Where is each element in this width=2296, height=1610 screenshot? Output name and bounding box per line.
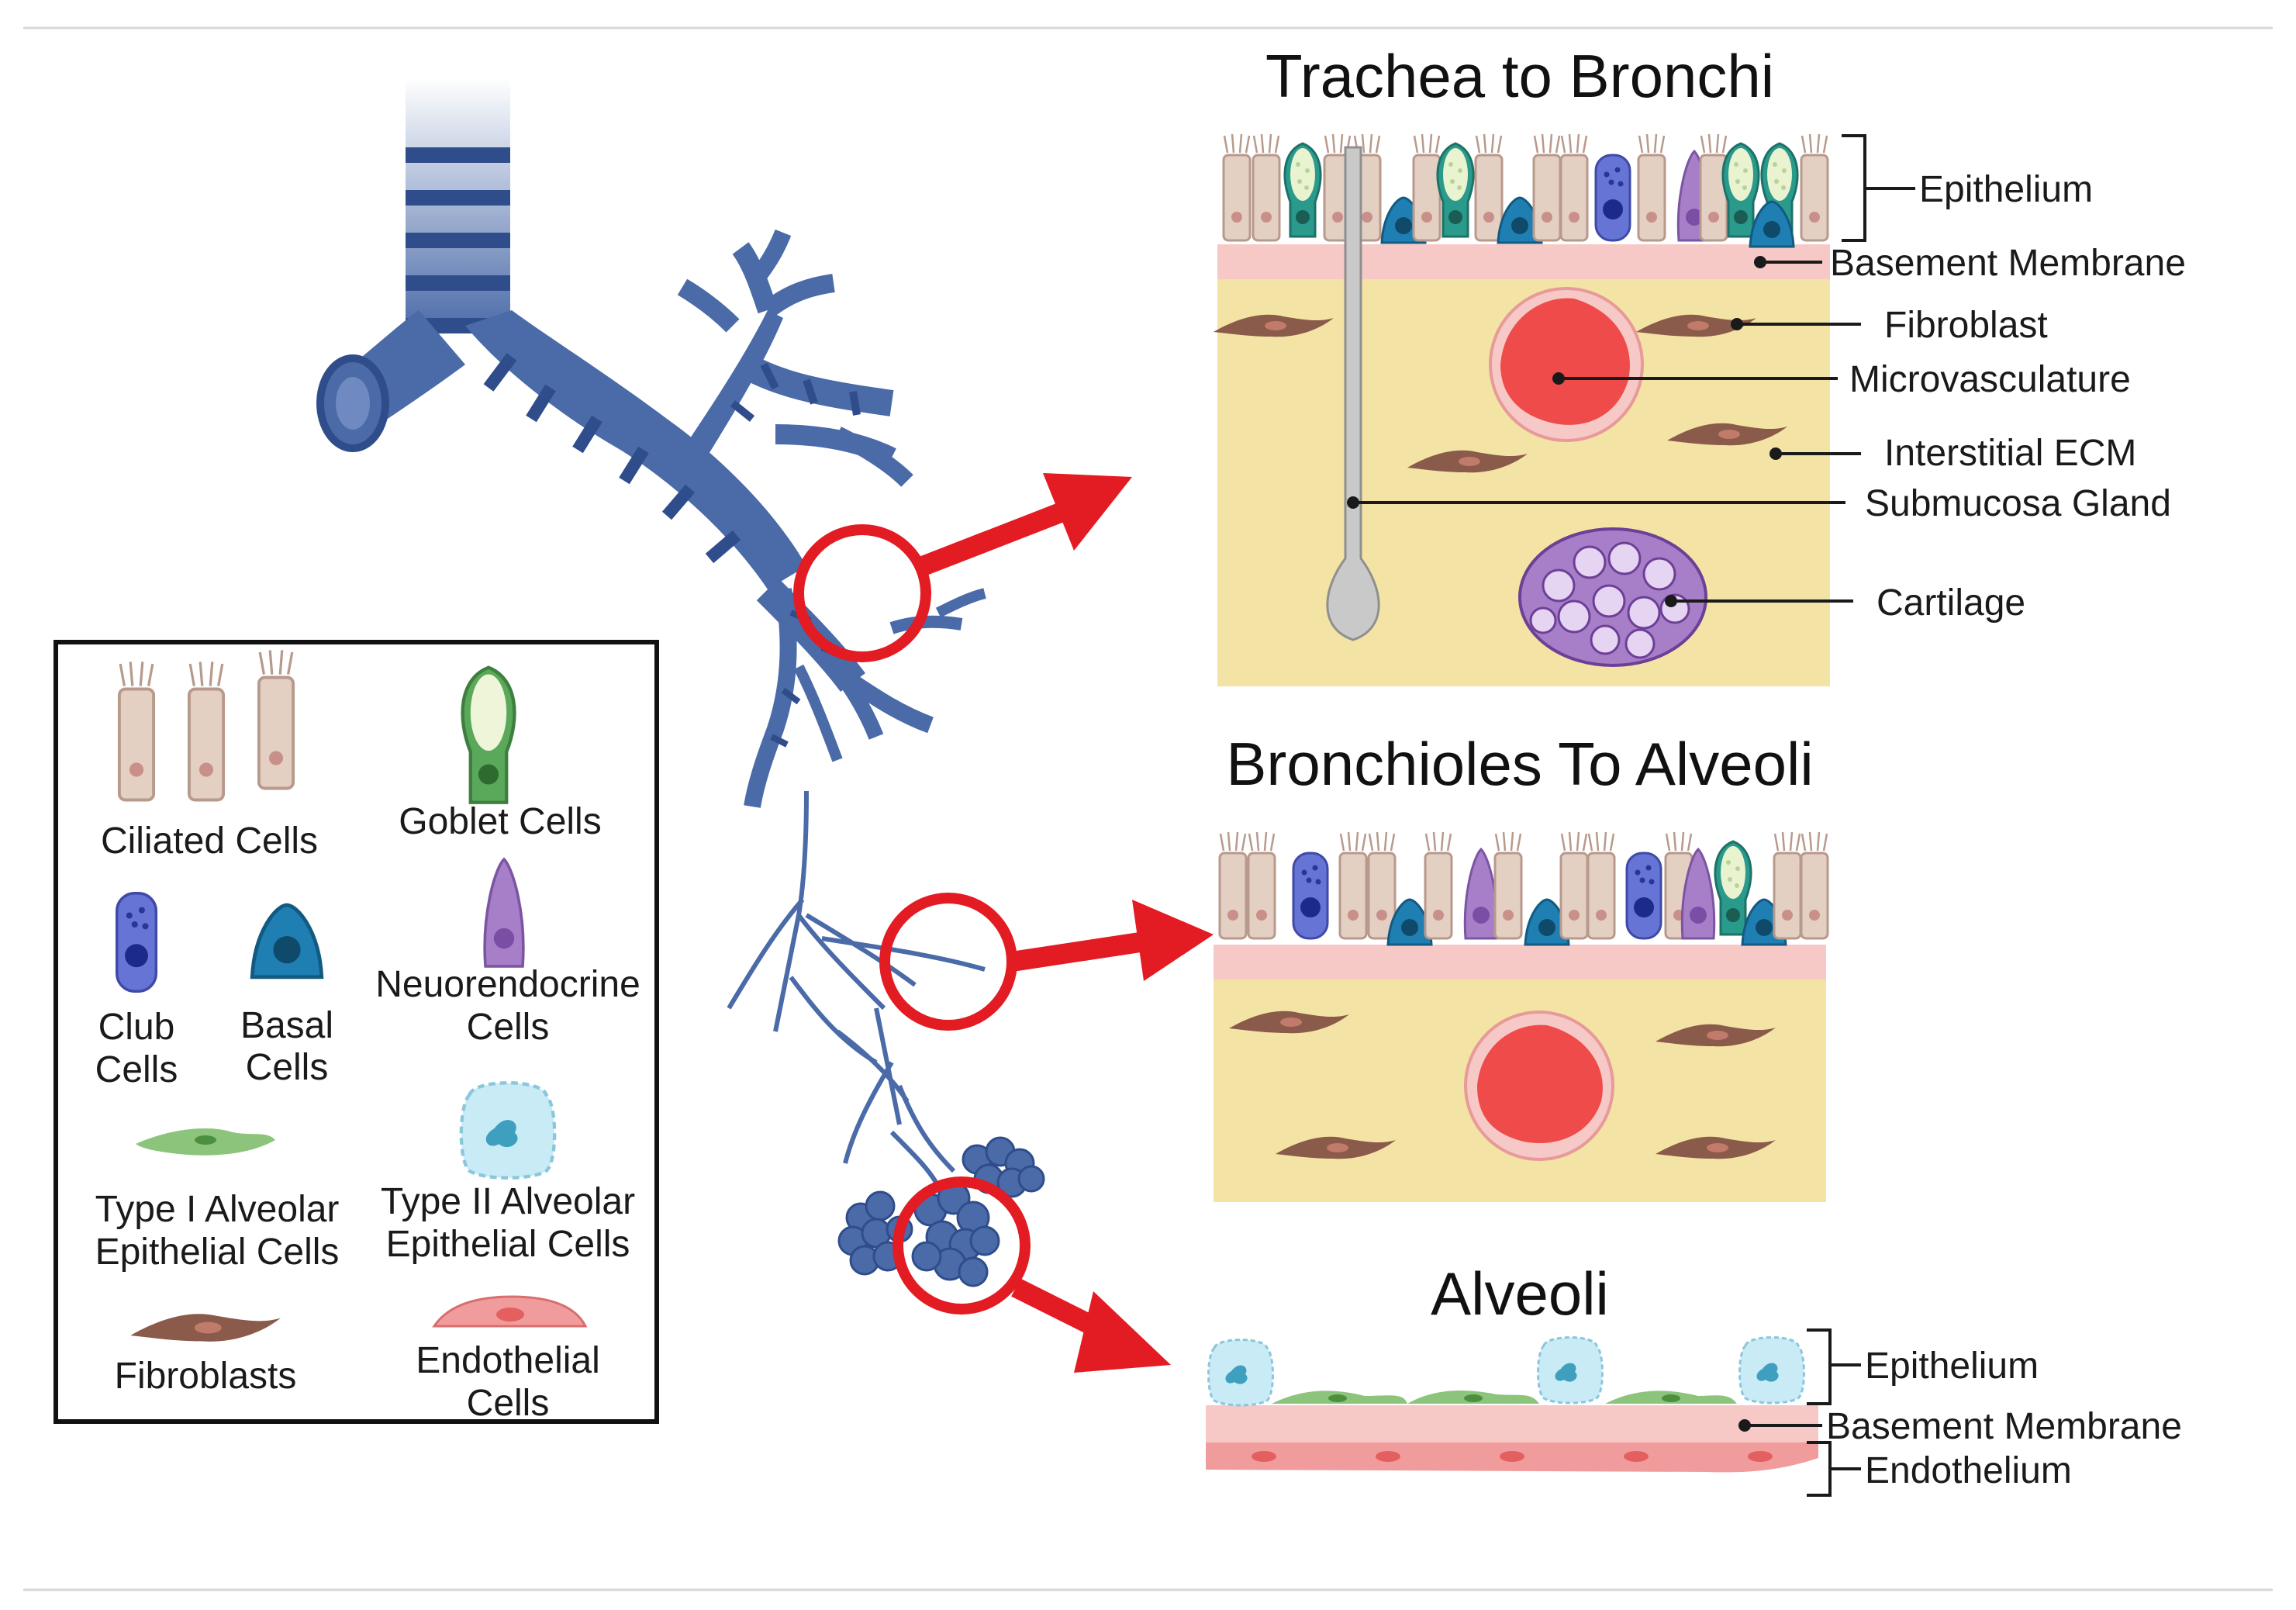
label-epithelium: Epithelium	[1919, 169, 2093, 210]
epithelium-row-bronchioles	[1218, 831, 1829, 946]
legend-type2-2: Epithelial Cells	[386, 1224, 630, 1265]
highlight-circle-alveoli	[893, 1176, 1031, 1315]
panel-trachea: Trachea to Bronchi	[1214, 42, 2186, 686]
legend-club-2: Cells	[95, 1049, 178, 1090]
basement-membrane-bronchioles	[1214, 945, 1826, 979]
panel-title-bronchioles: Bronchioles To Alveoli	[1226, 730, 1813, 798]
label-fibroblast: Fibroblast	[1884, 305, 2048, 346]
label-interstitial-ecm: Interstitial ECM	[1884, 433, 2136, 474]
panel-alveoli: Alveoli Epitheli	[1206, 1259, 2182, 1497]
legend-type2-1: Type II Alveolar	[381, 1181, 635, 1222]
arrow-bronchioles	[1010, 932, 1141, 972]
highlight-circle-bronchi	[793, 524, 931, 662]
panel-title-trachea: Trachea to Bronchi	[1265, 42, 1774, 110]
label-microvasculature: Microvasculature	[1849, 359, 2131, 400]
legend-type1-2: Epithelial Cells	[95, 1232, 340, 1273]
type1-cells	[1272, 1391, 1737, 1404]
basement-membrane-alveoli	[1206, 1405, 1818, 1442]
legend-ciliated: Ciliated Cells	[101, 821, 318, 862]
legend-basal-1: Basal	[240, 1005, 333, 1046]
panel-bronchioles: Bronchioles To Alveoli	[1214, 730, 1829, 1202]
label-submucosa-gland: Submucosa Gland	[1865, 483, 2171, 524]
legend-box	[54, 640, 659, 1424]
submucosa-gland	[1326, 146, 1380, 641]
label-alveoli-endothelium: Endothelium	[1865, 1450, 2072, 1491]
alveolar-clusters	[837, 1136, 1045, 1287]
label-alveoli-basement: Basement Membrane	[1826, 1406, 2182, 1447]
legend-type1-1: Type I Alveolar	[95, 1189, 340, 1230]
legend-fibroblasts: Fibroblasts	[115, 1356, 297, 1397]
panel-title-alveoli: Alveoli	[1431, 1259, 1609, 1328]
legend-neuro-1: Neuorendocrine	[375, 964, 640, 1005]
label-basement-membrane: Basement Membrane	[1830, 243, 2186, 284]
legend-goblet: Goblet Cells	[399, 801, 601, 842]
basement-membrane	[1217, 244, 1830, 279]
legend-endo-1: Endothelial	[416, 1340, 600, 1381]
endothelium-row	[1206, 1442, 1818, 1473]
airway-tree	[316, 78, 1045, 1287]
arrow-bronchi	[919, 502, 1066, 576]
legend: Ciliated Cells Goblet Cells Club Cells B…	[54, 640, 659, 1424]
legend-basal-2: Cells	[246, 1047, 329, 1088]
epithelium-row	[1222, 133, 1829, 248]
highlight-callouts	[793, 473, 1214, 1373]
legend-club-1: Club	[98, 1007, 175, 1048]
label-alveoli-epithelium: Epithelium	[1865, 1346, 2039, 1387]
legend-endo-2: Cells	[467, 1383, 550, 1424]
legend-neuro-2: Cells	[467, 1007, 550, 1048]
label-cartilage: Cartilage	[1877, 582, 2025, 624]
